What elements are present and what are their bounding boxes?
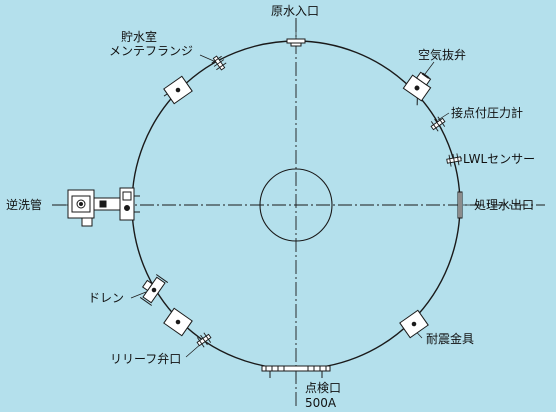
label-contact-pressure-gauge: 接点付圧力計	[451, 106, 524, 120]
label-storage-room: 貯水室	[121, 30, 158, 44]
label-lwl-sensor: LWLセンサー	[463, 152, 536, 166]
treated-water-outlet-nozzle	[457, 191, 463, 219]
tank-center-pipe	[259, 168, 333, 242]
label-air-vent-valve: 空気抜弁	[418, 48, 467, 62]
label-backwash-pipe: 逆洗管	[6, 198, 43, 212]
label-seismic-fitting: 耐震金具	[426, 332, 475, 346]
raw-water-inlet-nozzle	[286, 38, 306, 47]
maintenance-flange	[211, 55, 227, 71]
seismic-bracket-upper-left	[163, 75, 193, 105]
relief-valve-fitting	[196, 332, 212, 348]
label-maintenance-flange: メンテフランジ	[109, 44, 194, 58]
drain-valve-fitting	[139, 274, 169, 306]
label-drain: ドレン	[88, 291, 125, 305]
label-relief-valve-port: リリーフ弁口	[110, 352, 182, 366]
seismic-bracket-lower-right	[399, 309, 429, 339]
center-lines	[52, 18, 545, 408]
label-inspection-port-size: 500A	[305, 396, 337, 410]
inspection-port-flange	[261, 365, 331, 378]
label-treated-water-outlet: 処理水出口	[474, 198, 535, 212]
backwash-pipe-assembly	[67, 187, 140, 227]
label-inspection-port: 点検口	[305, 381, 342, 395]
air-vent-valve-fitting	[402, 71, 432, 106]
seismic-bracket-lower-left	[163, 307, 193, 337]
lwl-sensor-fitting	[446, 153, 462, 167]
pressure-gauge-fitting	[430, 116, 446, 132]
label-raw-water-inlet: 原水入口	[271, 4, 320, 18]
